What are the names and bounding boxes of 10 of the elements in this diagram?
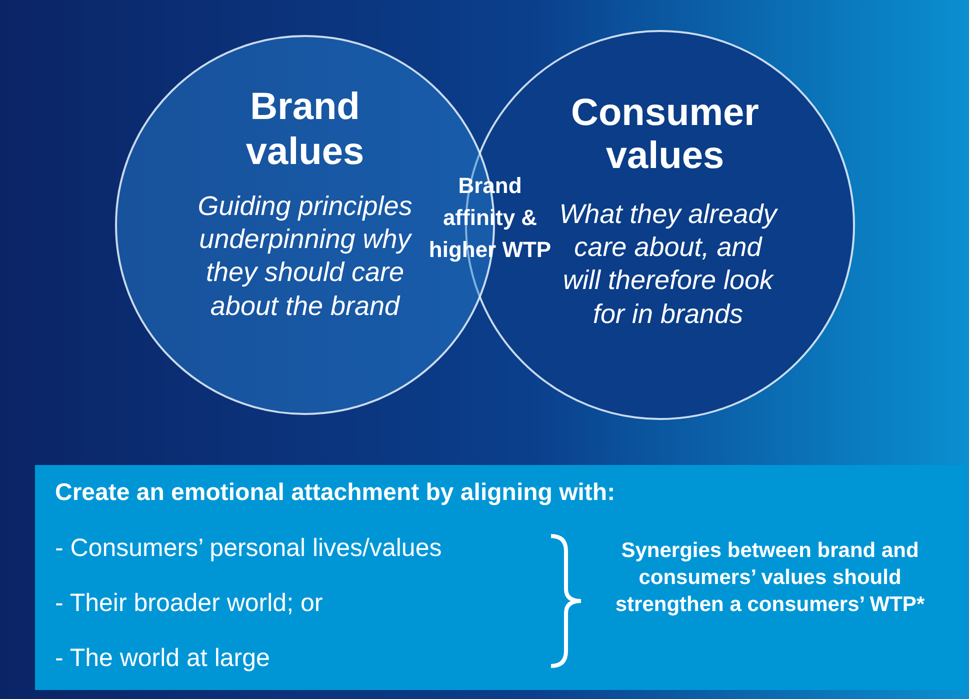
text-panel [35,465,965,690]
circle-heading: Consumer values [570,92,760,178]
list-item: - Their broader world; or [55,588,324,618]
list-item: - Consumers’ personal lives/values [55,533,443,563]
circle-description: Guiding principles underpinning why they should care about the brand [196,190,414,323]
synergy-note: Synergies between brand and consumers’ values should strengthen a consumers’ WTP* [614,538,926,618]
circle-description: What they already care about, and will therefore look for in brands [558,198,778,331]
panel-heading: Create an emotional attachment by aligning with: [55,479,616,508]
circle-heading: Brand values [244,85,366,175]
list-item: - The world at large [55,643,271,673]
